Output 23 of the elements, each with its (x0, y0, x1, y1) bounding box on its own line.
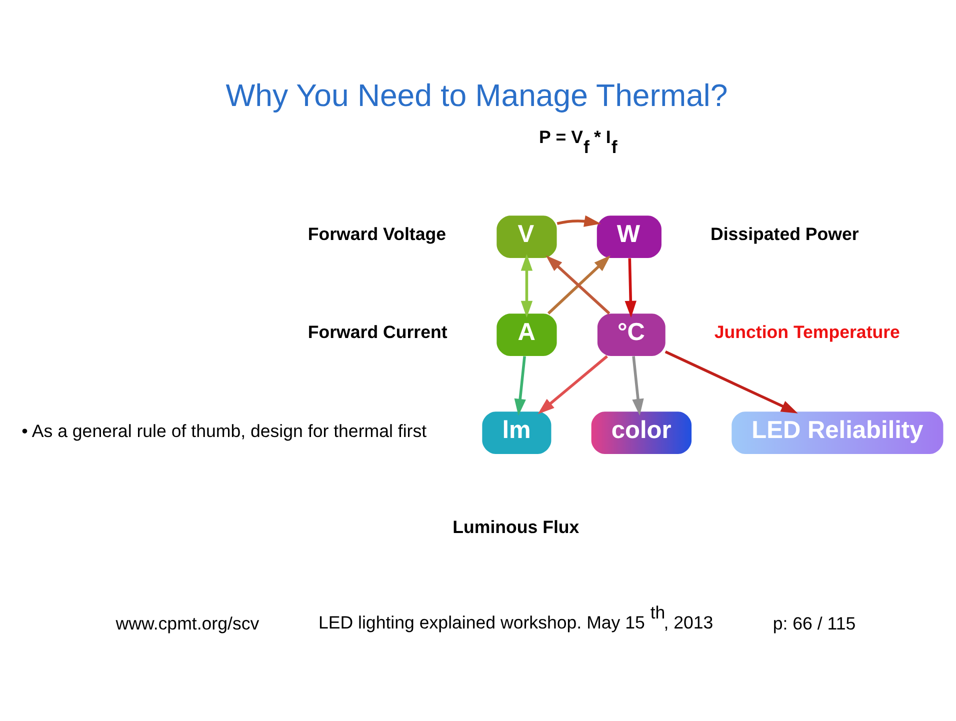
label: • As a general rule of thumb, design for thermal first (22, 420, 427, 441)
node-box: color (591, 411, 692, 454)
node-label: Forward Voltage (308, 223, 446, 244)
node-label: Dissipated Power (710, 223, 859, 244)
arrow (520, 254, 533, 318)
node-box: °C (597, 313, 666, 356)
node-box: LED Reliability (732, 411, 944, 454)
arrow (514, 356, 526, 416)
label: www.cpmt.org/scv (116, 613, 260, 634)
node-box: V (496, 215, 557, 258)
node-label: Junction Temperature (714, 321, 900, 342)
node-label: Luminous Flux (452, 516, 580, 536)
node-box: W (596, 215, 662, 258)
arrow (538, 354, 608, 414)
arrow (664, 350, 798, 413)
arrow (556, 214, 601, 226)
label: p: 66 / 115 (772, 613, 856, 634)
diagram-title: Why You Need to Manage Thermal? (226, 77, 728, 112)
arrow (632, 356, 644, 416)
arrow (624, 258, 636, 318)
node-box: A (496, 313, 557, 356)
node-box: lm (482, 411, 552, 454)
node-label: Forward Current (308, 321, 448, 342)
